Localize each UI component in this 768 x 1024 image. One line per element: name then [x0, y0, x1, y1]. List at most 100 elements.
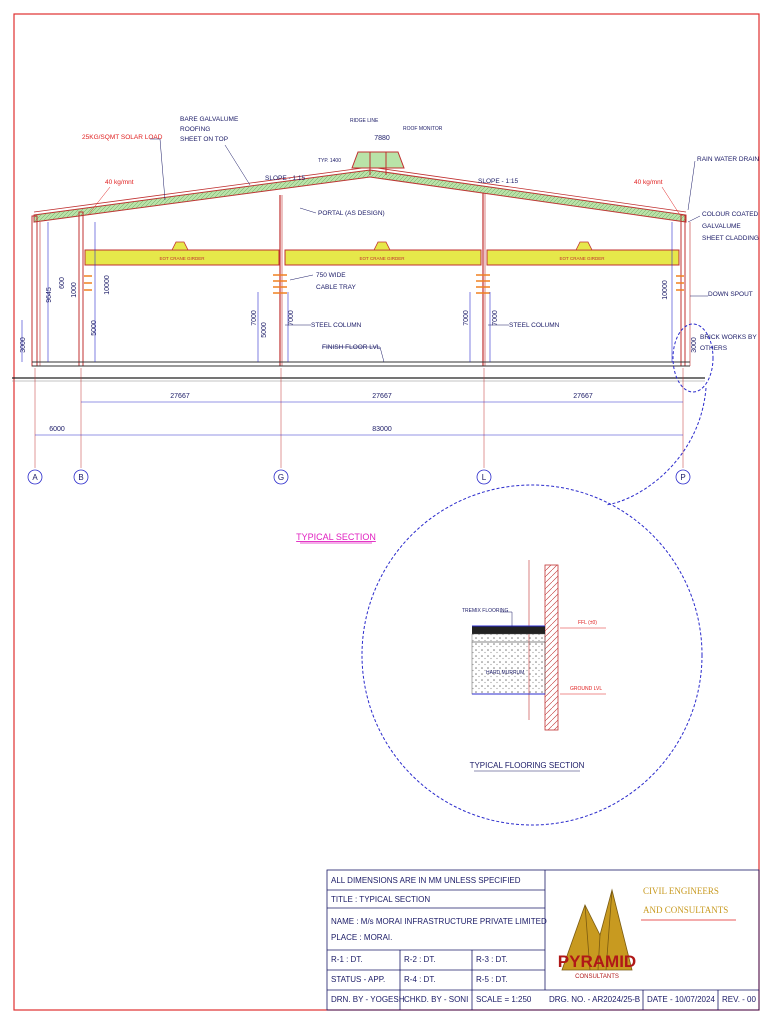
tb-r5: R-5 : DT.: [476, 975, 508, 984]
tb-r2: R-2 : DT.: [404, 955, 436, 964]
crane-girder-label-3: EOT CRANE GIRDER: [560, 256, 606, 261]
tb-scale: SCALE = 1:250: [476, 995, 532, 1004]
dim-5000: 5000: [91, 320, 98, 336]
dim-span-total: 83000: [372, 426, 392, 433]
column-a: [31, 215, 38, 367]
tb-revision: REV. - 00: [722, 995, 756, 1004]
label-cable-tray-2: CABLE TRAY: [316, 284, 357, 291]
floor: [12, 361, 705, 382]
label-load-left: 40 kg/mnt: [105, 179, 134, 186]
cable-trays: [84, 274, 684, 294]
detail-murrum-layer: [471, 641, 546, 695]
crane-girder-label-2: EOT CRANE GIRDER: [360, 256, 406, 261]
dim-3000-right: 3000: [691, 337, 698, 353]
grid-label-p: P: [680, 473, 685, 482]
column-b: [78, 211, 84, 367]
label-rain-water-drain: RAIN WATER DRAIN: [697, 156, 759, 163]
label-portal: PORTAL (AS DESIGN): [318, 210, 385, 217]
label-bare-galvalume: BARE GALVALUME: [180, 116, 239, 123]
detail-wall: [544, 564, 559, 731]
label-slope-right: SLOPE - 1:15: [478, 178, 518, 185]
company-logo: PYRAMID CONSULTANTS CIVIL ENGINEERS AND …: [558, 886, 736, 980]
annotations: 25KG/SQMT SOLAR LOAD BARE GALVALUME ROOF…: [82, 116, 759, 352]
company-line-1: CIVIL ENGINEERS: [643, 886, 719, 896]
logo-sub: CONSULTANTS: [575, 974, 619, 980]
tb-dimensions-note: ALL DIMENSIONS ARE IN MM UNLESS SPECIFIE…: [331, 876, 521, 885]
label-steel-column-1: STEEL COLUMN: [311, 322, 362, 329]
tb-checked-by: CHKD. BY - SONI: [404, 995, 469, 1004]
dimension-texts: 27667 27667 27667 6000 83000 3000 9645 6…: [20, 135, 698, 433]
tb-date: DATE - 10/07/2024: [647, 995, 715, 1004]
dim-7000-l2: 7000: [492, 310, 499, 326]
grid-label-l: L: [482, 473, 487, 482]
dim-3000-left: 3000: [20, 337, 27, 353]
leader-lines: [87, 138, 708, 363]
detail-label-ffl: FFL (±0): [578, 620, 597, 626]
dim-bay-1: 27667: [170, 393, 190, 400]
grid-label-g: G: [278, 473, 284, 482]
detail-label-murrum: HARD MURRUM: [486, 670, 524, 676]
tb-status: STATUS - APP.: [331, 975, 386, 984]
grid-label-a: A: [32, 473, 38, 482]
dim-5000-g: 5000: [261, 322, 268, 338]
label-finish-floor: FINISH FLOOR LVL: [322, 344, 381, 351]
tb-r1: R-1 : DT.: [331, 955, 363, 964]
label-steel-column-2: STEEL COLUMN: [509, 322, 560, 329]
tb-drawn-by: DRN. BY - YOGESH: [331, 995, 405, 1004]
dim-7000-g1: 7000: [251, 310, 258, 326]
dim-bay-2: 27667: [372, 393, 392, 400]
label-down-spout: DOWN SPOUT: [708, 291, 753, 298]
dim-10000-left: 10000: [104, 275, 111, 295]
detail-trimix-layer: [472, 626, 545, 634]
company-line-2: AND CONSULTANTS: [643, 905, 728, 915]
detail-leader: [605, 387, 707, 506]
logo-word: PYRAMID: [558, 952, 636, 971]
dimension-lines: [21, 222, 683, 436]
label-roof-monitor: ROOF MONITOR: [403, 126, 443, 132]
label-slope-left: SLOPE - 1:15: [265, 175, 305, 182]
dim-span-a: 6000: [49, 426, 65, 433]
grid-lines: [34, 368, 684, 468]
detail-circle: [361, 484, 703, 826]
dim-600: 600: [59, 277, 66, 289]
label-cable-tray-1: 750 WIDE: [316, 272, 346, 279]
section-title: TYPICAL SECTION: [296, 532, 376, 542]
grid-label-b: B: [78, 473, 83, 482]
label-load-right: 40 kg/mnt: [634, 179, 663, 186]
logo-pyramid: [561, 888, 633, 971]
dim-7000-g2: 7000: [288, 310, 295, 326]
detail-label-ground: GROUND LVL: [570, 686, 602, 692]
label-typ: TYP. 1400: [318, 158, 341, 164]
dim-9645: 9645: [46, 287, 53, 303]
crane-girders: EOT CRANE GIRDER EOT CRANE GIRDER EOT CR…: [84, 241, 680, 266]
detail-label-trimix: TREMIX FLOORING: [462, 608, 509, 614]
title-block-frame: [326, 869, 760, 1011]
detail-marker: [672, 323, 714, 393]
label-sheet-cladding: SHEET CLADDING: [702, 235, 759, 242]
label-ridge-line: RIDGE LINE: [350, 118, 379, 124]
flooring-detail: TREMIX FLOORING HARD MURRUM FFL (±0) GRO…: [462, 560, 606, 772]
label-roofing: ROOFING: [180, 126, 210, 133]
label-sheet-on-top: SHEET ON TOP: [180, 136, 228, 143]
label-solar-load: 25KG/SQMT SOLAR LOAD: [82, 134, 163, 141]
label-brick-works-1: BRICK WORKS BY: [700, 334, 757, 341]
roof-monitor: [351, 151, 405, 169]
label-galvalume: GALVALUME: [702, 223, 741, 230]
label-colour-coated: COLOUR COATED: [702, 211, 759, 218]
tb-name: NAME : M/s MORAI INFRASTRUCTURE PRIVATE …: [331, 917, 547, 926]
tb-place: PLACE : MORAI.: [331, 933, 393, 942]
label-brick-works-2: OTHERS: [700, 345, 728, 352]
dim-monitor-width: 7880: [374, 135, 390, 142]
tb-title: TITLE : TYPICAL SECTION: [331, 895, 431, 904]
dim-bay-3: 27667: [573, 393, 593, 400]
roof: [33, 151, 687, 223]
tb-r3: R-3 : DT.: [476, 955, 508, 964]
tb-r4: R-4 : DT.: [404, 975, 436, 984]
detail-title: TYPICAL FLOORING SECTION: [470, 761, 585, 770]
detail-callout: [361, 323, 714, 826]
dim-10000-right: 10000: [662, 280, 669, 300]
tb-drawing-no: DRG. NO. - AR2024/25-B: [549, 995, 641, 1004]
dim-7000-l1: 7000: [463, 310, 470, 326]
dim-1000: 1000: [71, 282, 78, 298]
